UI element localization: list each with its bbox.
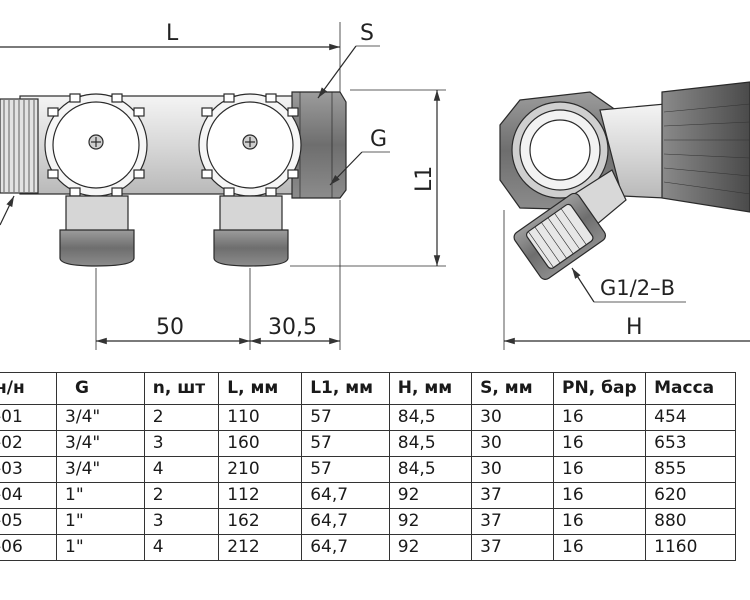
front-view [0,22,446,350]
table-cell: 3/4" [56,430,145,457]
col-header: G [56,372,145,405]
table-cell: 1" [56,482,145,509]
dim-depth-label: H [626,315,643,340]
table-cell: 57 [301,430,390,457]
table-cell: 112 [218,482,303,509]
col-header: н/н [0,372,58,405]
table-cell: 37 [471,508,555,535]
table-cell: 92 [388,534,473,561]
table-cell: 855 [645,456,736,483]
col-header: n, шт [143,372,220,405]
table-cell: 1" [56,534,145,561]
table-cell: 64,7 [301,534,390,561]
table-cell: 1" [56,508,145,535]
col-header: PN, бар [553,372,647,405]
side-view [499,81,750,350]
spec-table: н/н G n, шт L, мм L1, мм H, мм S, мм PN,… [0,372,736,561]
table-cell: -02 [0,430,58,457]
table-cell: 84,5 [388,404,473,431]
table-cell: 2 [143,482,220,509]
table-cell: 4 [143,456,220,483]
table-cell: 16 [553,430,647,457]
table-cell: -03 [0,456,58,483]
table-cell: 16 [553,456,647,483]
table-header-row: н/н G n, шт L, мм L1, мм H, мм S, мм PN,… [0,372,736,405]
col-header: L, мм [218,372,303,405]
table-cell: 37 [471,482,555,509]
table-cell: 37 [471,534,555,561]
dim-outlet-thread-label: G1/2–B [600,276,675,300]
table-cell: 162 [218,508,303,535]
table-cell: 210 [218,456,303,483]
table-cell: 64,7 [301,508,390,535]
table-cell: 30 [471,456,555,483]
table-cell: 4 [143,534,220,561]
table-cell: 64,7 [301,482,390,509]
table-cell: 160 [218,430,303,457]
table-cell: 57 [301,404,390,431]
table-cell: 880 [645,508,736,535]
table-cell: -01 [0,404,58,431]
table-cell: 2 [143,404,220,431]
technical-drawing: L S G L1 50 30,5 [0,21,750,350]
table-cell: 3 [143,508,220,535]
dim-length-label: L [166,21,179,46]
table-cell: 92 [388,482,473,509]
dim-height-label: L1 [412,166,437,192]
table-cell: 30 [471,404,555,431]
dim-socket-label: S [360,21,374,46]
table-cell: 3/4" [56,404,145,431]
table-cell: 92 [388,508,473,535]
table-cell: 16 [553,482,647,509]
table-cell: 110 [218,404,303,431]
dim-spacing-label: 50 [156,315,184,340]
table-cell: -04 [0,482,58,509]
table-cell: -05 [0,508,58,535]
table-cell: 84,5 [388,456,473,483]
table-cell: 16 [553,534,647,561]
table-cell: 653 [645,430,736,457]
dim-end-label: 30,5 [268,315,317,340]
col-header: H, мм [388,372,473,405]
col-header: Масса [645,372,736,405]
col-header: S, мм [471,372,555,405]
table-cell: 454 [645,404,736,431]
table-cell: 3/4" [56,456,145,483]
table-cell: 30 [471,430,555,457]
table-cell: 212 [218,534,303,561]
table-cell: 16 [553,404,647,431]
dim-thread-label: G [370,127,387,152]
table-cell: 84,5 [388,430,473,457]
table-cell: 1160 [645,534,736,561]
table-cell: -06 [0,534,58,561]
table-cell: 3 [143,430,220,457]
table-cell: 57 [301,456,390,483]
table-cell: 16 [553,508,647,535]
table-cell: 620 [645,482,736,509]
col-header: L1, мм [301,372,390,405]
